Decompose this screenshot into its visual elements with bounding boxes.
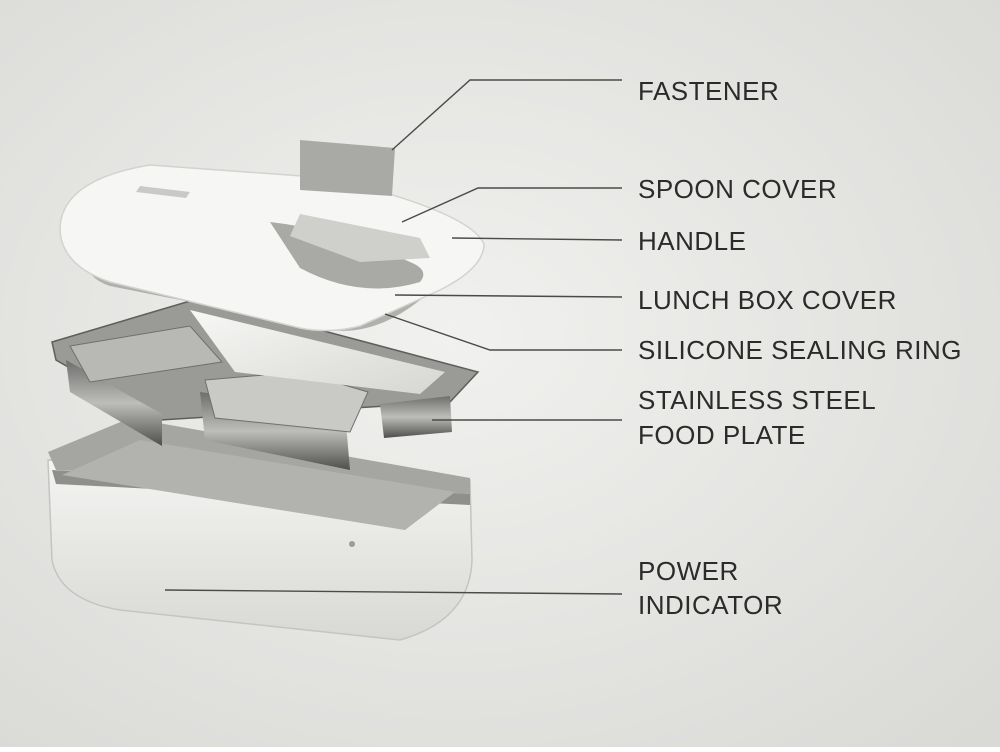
leader-handle [451, 237, 623, 241]
leader-fastener [391, 79, 622, 151]
lunch-box-cover [59, 140, 485, 332]
label-power-line1: POWER [638, 556, 739, 586]
leader-lines [164, 79, 623, 595]
fastener-part [300, 140, 395, 196]
label-food-plate-line2: FOOD PLATE [638, 420, 806, 450]
leader-spoon-cover [401, 187, 622, 223]
label-power-line2: INDICATOR [638, 590, 784, 620]
leader-lunch-box-cover [394, 294, 623, 298]
label-lunch-box-cover: LUNCH BOX COVER [638, 285, 897, 315]
leader-silicone-ring [384, 313, 622, 351]
leader-power-indicator [164, 589, 623, 595]
label-spoon-cover: SPOON COVER [638, 174, 838, 204]
spoon-cover-part [290, 214, 430, 262]
label-fastener: FASTENER [638, 76, 780, 106]
label-food-plate-line1: STAINLESS STEEL [638, 385, 877, 415]
label-silicone-sealing-ring: SILICONE SEALING RING [638, 335, 963, 365]
power-indicator-light [349, 541, 355, 547]
label-handle: HANDLE [638, 226, 747, 256]
food-plate [51, 297, 480, 470]
